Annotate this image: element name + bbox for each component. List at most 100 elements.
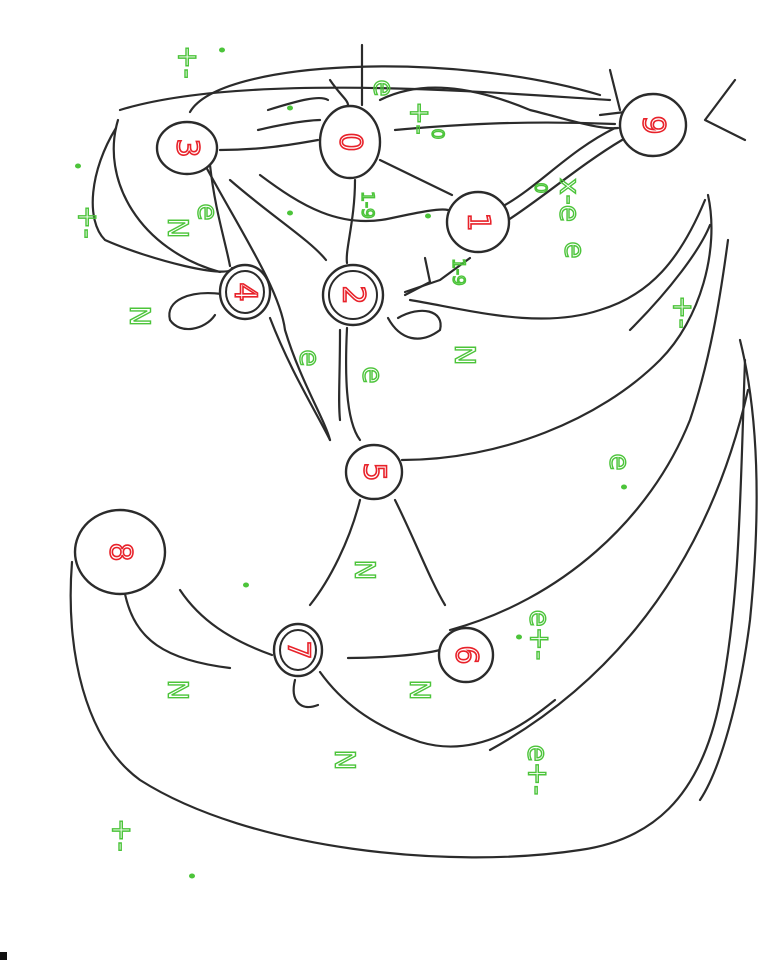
state-node-label: 6 <box>449 645 484 664</box>
edge-label-l14: e <box>294 349 327 366</box>
edge-42 <box>403 256 432 297</box>
nodes-layer: 0 1 2 3 4 5 6 7 8 9 <box>73 92 688 684</box>
edge-label-l3: +- <box>404 101 437 135</box>
state-node-2: 2 <box>321 263 385 327</box>
edge-11 <box>503 138 624 224</box>
edge-25 <box>338 328 342 422</box>
ink-dot <box>243 582 249 588</box>
ink-dot <box>621 484 627 490</box>
edge-37 <box>698 338 758 802</box>
state-node-7: 7 <box>272 622 324 678</box>
edge-label-l2: e <box>368 79 401 96</box>
edge-16 <box>256 118 322 132</box>
state-node-ring <box>445 190 511 254</box>
edge-4 <box>91 126 234 273</box>
state-node-label: 0 <box>333 132 368 151</box>
edge-10 <box>378 158 454 197</box>
state-node-label: 1 <box>461 212 496 231</box>
edge-label-l23: N <box>329 750 362 771</box>
edge-28 <box>308 498 362 607</box>
edge-label-l7: 1-9 <box>448 258 468 286</box>
edge-label-l19: N <box>404 680 437 701</box>
state-node-label: 5 <box>357 462 392 481</box>
corner-mark <box>0 952 7 960</box>
edge-41 <box>703 78 747 142</box>
edge-3 <box>112 118 222 274</box>
edge-label-l22: N <box>162 680 195 701</box>
accept-state-inner-ring <box>279 629 317 671</box>
edge-label-l8: x-e <box>554 178 587 222</box>
state-node-0: 0 <box>318 104 382 180</box>
edge-23 <box>268 316 332 442</box>
state-node-ring <box>272 622 324 678</box>
edge-label-l9: e <box>559 241 592 258</box>
state-node-5: 5 <box>344 443 404 501</box>
state-node-ring <box>318 104 382 180</box>
edge-29 <box>393 498 447 607</box>
edge-label-l20: e+- <box>524 610 557 661</box>
state-node-label: 8 <box>103 542 138 561</box>
edge-2 <box>118 86 612 112</box>
state-node-8: 8 <box>73 508 167 596</box>
dots-layer <box>75 47 627 879</box>
edge-27 <box>386 309 442 340</box>
edge-label-l24: +- <box>106 818 139 852</box>
edge-31 <box>448 238 730 632</box>
state-node-label: 9 <box>636 115 671 134</box>
state-node-ring <box>618 92 688 158</box>
state-node-6: 6 <box>437 626 495 684</box>
edge-label-l13: e <box>192 203 225 220</box>
ink-dot <box>75 163 81 169</box>
edge-label-l17: +- <box>667 295 700 329</box>
ink-dot <box>425 213 431 219</box>
accept-state-inner-ring <box>225 270 265 314</box>
edge-label-l10: N <box>162 218 195 239</box>
edge-24 <box>344 326 362 442</box>
edge-19 <box>408 198 707 320</box>
edge-32 <box>346 648 442 660</box>
state-node-label: 3 <box>170 138 205 157</box>
edges-layer <box>69 43 758 859</box>
state-node-1: 1 <box>445 190 511 254</box>
edge-label-l15: +- <box>72 205 105 239</box>
edge-22 <box>203 163 332 442</box>
edge-12 <box>503 126 617 207</box>
ink-dot <box>516 634 522 640</box>
state-node-ring <box>155 120 219 176</box>
edge-9 <box>218 138 320 152</box>
edge-14 <box>228 178 328 262</box>
edge-label-l25: e <box>604 453 637 470</box>
edge-8 <box>393 121 617 132</box>
ink-dot <box>287 210 293 216</box>
edge-label-l1: +- <box>172 45 205 79</box>
state-node-3: 3 <box>155 120 219 176</box>
edge-label-l11: N <box>124 306 157 327</box>
state-node-ring <box>344 443 404 501</box>
edge-34 <box>178 588 274 657</box>
edge-40 <box>598 68 627 117</box>
ink-dot <box>287 105 293 111</box>
edge-label-l12: N <box>449 345 482 366</box>
edge-13 <box>345 178 357 265</box>
edge-33 <box>318 670 557 748</box>
edge-17 <box>266 96 330 112</box>
edge-36 <box>69 358 747 859</box>
state-node-ring <box>321 263 385 327</box>
edge-label-l6: 0 <box>530 183 550 194</box>
edge-label-l16: e <box>357 366 390 383</box>
edge-39 <box>488 388 750 752</box>
ink-dot <box>219 47 225 53</box>
edge-26 <box>168 292 224 331</box>
edge-20 <box>628 223 712 332</box>
accept-state-inner-ring <box>328 270 378 320</box>
state-node-label: 4 <box>228 282 263 301</box>
edge-6 <box>328 78 350 107</box>
edge-15 <box>258 173 450 223</box>
state-node-4: 4 <box>218 263 272 321</box>
edge-label-l4: 0 <box>427 129 447 140</box>
edge-label-l5: 1-9 <box>357 191 377 219</box>
state-node-ring <box>73 508 167 596</box>
edge-7 <box>378 86 620 130</box>
